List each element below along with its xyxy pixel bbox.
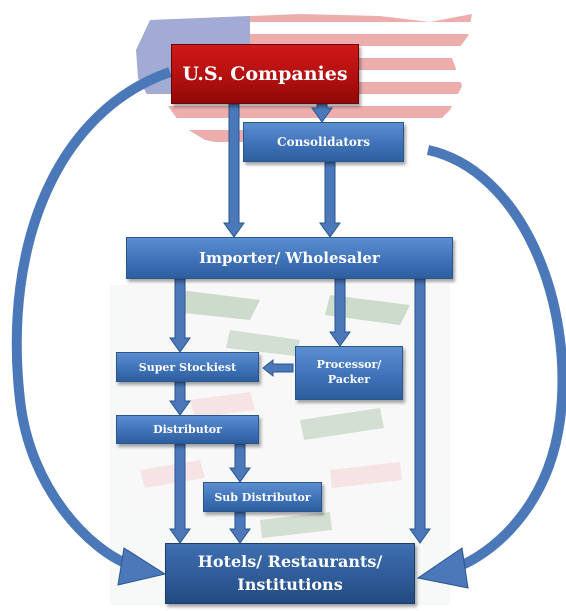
arrow-us-companies-to-hri-head bbox=[117, 547, 167, 586]
arrow-us-companies-to-consolidators bbox=[311, 103, 333, 123]
node-importer-wholesaler-label: Importer/ Wholesaler bbox=[199, 249, 380, 267]
arrow-us-companies-to-hri bbox=[11, 67, 172, 570]
node-processor-packer-line1: Processor/ bbox=[316, 358, 382, 372]
node-hri-label: Hotels/ Restaurants/ Institutions bbox=[198, 551, 382, 596]
arrow-processor-packer-to-super-stockiest bbox=[262, 358, 294, 378]
node-consolidators-label: Consolidators bbox=[277, 135, 370, 149]
node-sub-distributor: Sub Distributor bbox=[203, 482, 322, 512]
arrow-us-companies-to-importer bbox=[223, 103, 245, 238]
arrow-sub-distributor-to-hri bbox=[229, 511, 251, 544]
node-importer-wholesaler: Importer/ Wholesaler bbox=[126, 237, 453, 279]
arrow-distributor-to-hri bbox=[169, 443, 191, 544]
arrow-consolidators-to-importer bbox=[319, 161, 341, 238]
arrow-importer-to-hri bbox=[409, 278, 431, 544]
node-processor-packer: Processor/ Packer bbox=[295, 346, 403, 400]
node-hotels-restaurants-institutions: Hotels/ Restaurants/ Institutions bbox=[165, 543, 415, 604]
node-processor-packer-line2: Packer bbox=[327, 373, 371, 386]
node-us-companies: U.S. Companies bbox=[171, 44, 359, 104]
arrow-importer-to-super-stockiest bbox=[169, 278, 191, 353]
node-super-stockiest: Super Stockiest bbox=[116, 352, 259, 382]
arrow-distributor-to-sub-distributor bbox=[229, 443, 251, 483]
arrow-consolidators-to-hri-head bbox=[416, 547, 469, 589]
node-consolidators: Consolidators bbox=[243, 122, 404, 162]
arrow-importer-to-processor-packer bbox=[329, 278, 351, 347]
arrow-consolidators-to-hri bbox=[426, 145, 566, 573]
node-hri-line2: Institutions bbox=[237, 574, 343, 594]
node-hri-line1: Hotels/ Restaurants/ bbox=[197, 552, 383, 572]
node-us-companies-label: U.S. Companies bbox=[182, 63, 348, 85]
arrow-super-stockiest-to-distributor bbox=[169, 381, 191, 416]
node-super-stockiest-label: Super Stockiest bbox=[138, 360, 237, 374]
node-distributor: Distributor bbox=[116, 415, 259, 444]
node-distributor-label: Distributor bbox=[153, 423, 222, 436]
node-processor-packer-label: Processor/ Packer bbox=[317, 358, 382, 388]
node-sub-distributor-label: Sub Distributor bbox=[214, 490, 311, 504]
